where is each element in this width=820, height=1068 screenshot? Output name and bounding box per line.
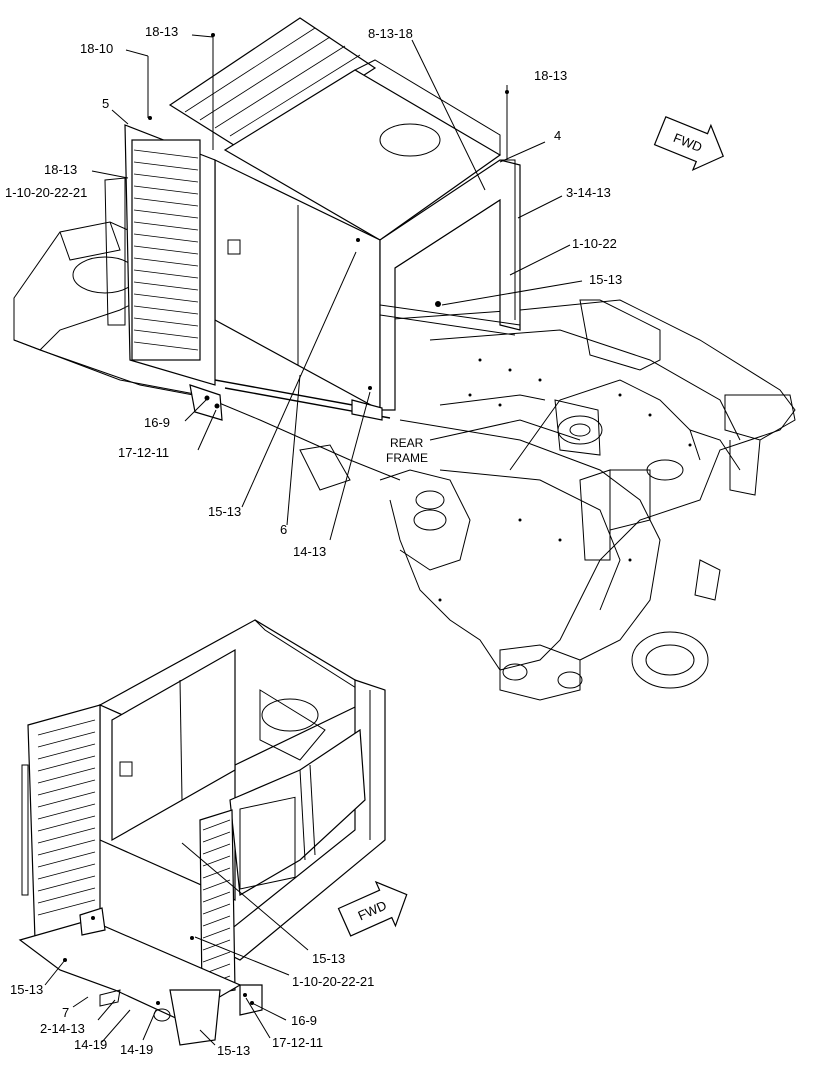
callout-15-13-upper-bottom: 15-13 — [208, 504, 241, 519]
callout-15-13-lower-mid: 15-13 — [312, 951, 345, 966]
lower-leader-lines — [44, 842, 309, 1046]
callout-18-13-top: 18-13 — [145, 24, 178, 39]
callout-15-13-lower-left: 15-13 — [10, 982, 43, 997]
callout-18-10: 18-10 — [80, 41, 113, 56]
callout-1-10-22: 1-10-22 — [572, 236, 617, 251]
rear-frame-label-line2: FRAME — [386, 451, 428, 465]
callout-14-19-b: 14-19 — [120, 1042, 153, 1057]
callout-7: 7 — [62, 1005, 69, 1020]
callout-17-12-11-upper: 17-12-11 — [118, 445, 169, 460]
callout-3-14-13: 3-14-13 — [566, 185, 611, 200]
fwd-arrow-upper: FWD — [653, 116, 725, 172]
callout-18-13-right: 18-13 — [534, 68, 567, 83]
radiator-guard-rear-view — [18, 619, 386, 1046]
callout-18-13-left: 18-13 — [44, 162, 77, 177]
callout-5: 5 — [102, 96, 109, 111]
radiator-guard — [104, 17, 521, 421]
callout-14-13: 14-13 — [293, 544, 326, 559]
callout-15-13-upper-right: 15-13 — [589, 272, 622, 287]
callout-8-13-18: 8-13-18 — [368, 26, 413, 41]
rear-frame-label-line1: REAR — [390, 436, 424, 450]
lower-view: FWD 15-13 1-10-20-22-21 15-13 7 2-14-13 … — [10, 619, 408, 1058]
callout-1-10-20-22-21-lower: 1-10-20-22-21 — [292, 974, 374, 989]
callout-4: 4 — [554, 128, 561, 143]
fwd-arrow-lower: FWD — [337, 880, 408, 937]
callout-16-9-upper: 16-9 — [144, 415, 170, 430]
callout-1-10-20-22-21-upper: 1-10-20-22-21 — [5, 185, 87, 200]
upper-leader-lines — [91, 34, 583, 541]
callout-15-13-lower-bottom: 15-13 — [217, 1043, 250, 1058]
callout-6: 6 — [280, 522, 287, 537]
upper-view: FWD REAR FRAME 18-13 18-10 8-13-18 18-13… — [5, 17, 796, 701]
callout-17-12-11-lower: 17-12-11 — [272, 1035, 323, 1050]
callout-2-14-13: 2-14-13 — [40, 1021, 85, 1036]
callout-16-9-lower: 16-9 — [291, 1013, 317, 1028]
callout-14-19-a: 14-19 — [74, 1037, 107, 1052]
